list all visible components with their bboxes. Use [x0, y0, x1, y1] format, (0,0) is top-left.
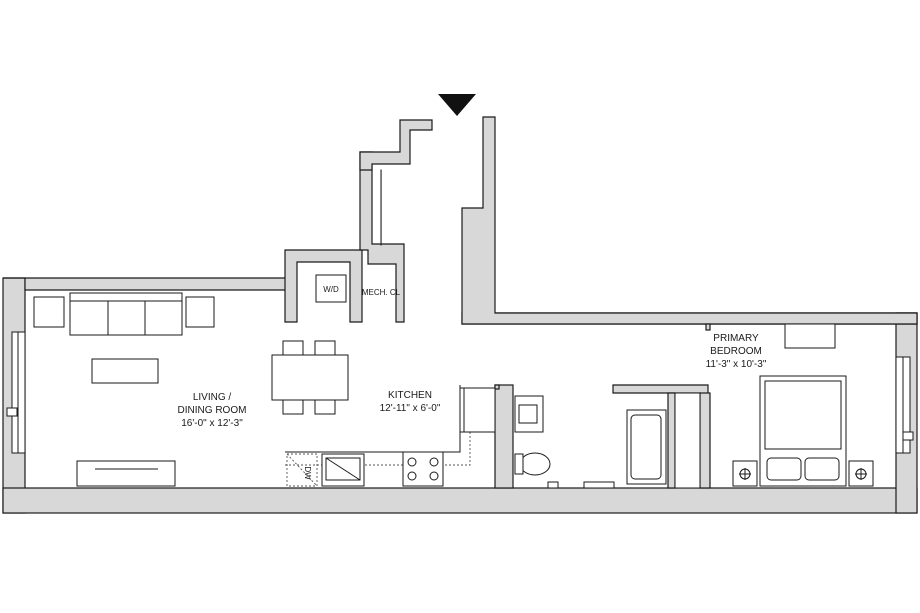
dining-chair	[282, 340, 304, 356]
toilet	[519, 452, 551, 476]
bedroom-dims: 11'-3" x 10'-3"	[706, 359, 767, 370]
kitchen-sink	[321, 453, 365, 487]
bath-right-wall	[667, 392, 676, 489]
dishwasher-label: DW	[303, 466, 312, 480]
coffee-table	[91, 358, 159, 384]
sofa	[69, 292, 183, 336]
pillow	[766, 457, 802, 481]
dishwasher	[286, 453, 318, 487]
bathroom-fixtures	[514, 392, 701, 489]
room-labels: LIVING / DINING ROOM 16'-0" x 12'-3" KIT…	[178, 285, 767, 480]
window-latch-icon	[6, 407, 18, 417]
windows	[6, 331, 914, 454]
dresser	[784, 323, 836, 349]
kitchen-fixtures	[285, 385, 496, 487]
living-top-wall	[3, 277, 289, 291]
kitchen-dims: 12'-11" x 6'-0"	[380, 403, 441, 414]
window-latch-icon	[902, 431, 914, 441]
wd-closet-wall	[284, 249, 363, 323]
side-table	[185, 296, 215, 328]
dining-chair	[282, 399, 304, 415]
pillow	[804, 457, 840, 481]
corridor-walls	[284, 116, 918, 325]
dining-chair	[314, 340, 336, 356]
bath-corner	[494, 384, 500, 390]
mech-closet-label: MECH. CL	[362, 288, 401, 297]
bedroom-label: PRIMARY	[713, 333, 759, 344]
mech-closet-wall	[359, 151, 405, 323]
living-room-label-2: DINING ROOM	[178, 405, 247, 416]
dining-table	[271, 354, 349, 401]
bottom-wall	[2, 487, 918, 514]
living-furniture	[33, 292, 349, 487]
entrance-arrow-icon	[438, 94, 476, 116]
bedroom-furniture	[732, 323, 874, 487]
wd-label: W/D	[323, 285, 339, 294]
bedroom-label-2: BEDROOM	[710, 346, 762, 357]
side-table	[33, 296, 65, 328]
living-room-label: LIVING /	[193, 392, 232, 403]
bath-left-wall	[494, 384, 514, 489]
dining-chair	[314, 399, 336, 415]
closet	[674, 392, 701, 489]
bedroom-wall-stub	[705, 323, 711, 331]
refrigerator	[459, 387, 496, 433]
tv-console	[76, 460, 176, 487]
bath-sink	[514, 395, 544, 433]
corridor-step-wall	[359, 119, 433, 171]
kitchen-label: KITCHEN	[388, 390, 432, 401]
living-room-dims: 16'-0" x 12'-3"	[181, 418, 243, 429]
corridor-right-wall	[461, 116, 918, 325]
stove	[402, 451, 444, 487]
washer-dryer	[315, 274, 347, 303]
closet-wall	[699, 392, 711, 489]
bathtub	[626, 409, 667, 485]
radiator	[583, 481, 615, 489]
